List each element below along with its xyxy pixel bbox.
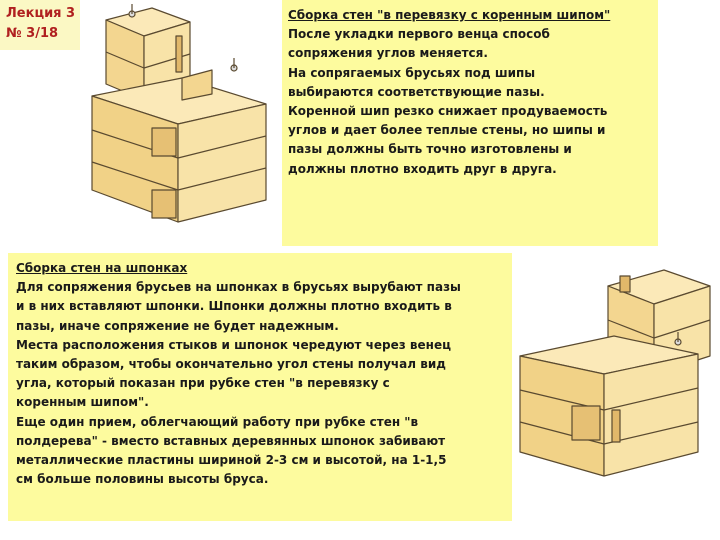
- text-line: Еще один прием, облегчающий работу при р…: [16, 414, 419, 429]
- text-line: сопряжения углов меняется.: [288, 46, 488, 61]
- text-line: таким образом, чтобы окончательно угол с…: [16, 357, 446, 372]
- text-line: металлические пластины шириной 2-3 см и …: [16, 453, 447, 468]
- text-line: выбираются соответствующие пазы.: [288, 84, 545, 99]
- dowel-title: Сборка стен на шпонках: [16, 261, 188, 275]
- text-line: После укладки первого венца способ: [288, 27, 550, 42]
- text-line: Коренной шип резко снижает продуваемость: [288, 104, 608, 119]
- text-line: пазы должны быть точно изготовлены и: [288, 142, 572, 157]
- dowel-text-box: Сборка стен на шпонках Для сопряжения бр…: [8, 253, 512, 521]
- text-line: полдерева" - вместо вставных деревянных …: [16, 433, 446, 448]
- root-tenon-corner-illustration: [91, 4, 267, 223]
- text-line: Для сопряжения брусьев на шпонках в брус…: [16, 280, 461, 295]
- root-tenon-title: Сборка стен "в перевязку с коренным шипо…: [288, 8, 611, 22]
- lecture-number: Лекция 3: [6, 6, 76, 21]
- text-line: должны плотно входить друг в друга.: [288, 161, 557, 176]
- text-line: Места расположения стыков и шпонок черед…: [16, 337, 451, 352]
- text-line: пазы, иначе сопряжение не будет надежным…: [16, 318, 339, 333]
- text-line: На сопрягаемых брусьях под шипы: [288, 65, 536, 80]
- text-line: и в них вставляют шпонки. Шпонки должны …: [16, 299, 452, 314]
- text-line: углов и дает более теплые стены, но шипы…: [288, 123, 606, 138]
- text-line: см больше половины высоты бруса.: [16, 472, 269, 487]
- lecture-label: Лекция 3 № 3/18: [0, 0, 80, 50]
- slide-number: № 3/18: [6, 26, 59, 41]
- text-line: угла, который показан при рубке стен "в …: [16, 376, 390, 391]
- root-tenon-text-box: Сборка стен "в перевязку с коренным шипо…: [282, 0, 658, 246]
- dowel-corner-illustration: [519, 269, 711, 477]
- text-line: коренным шипом".: [16, 395, 149, 410]
